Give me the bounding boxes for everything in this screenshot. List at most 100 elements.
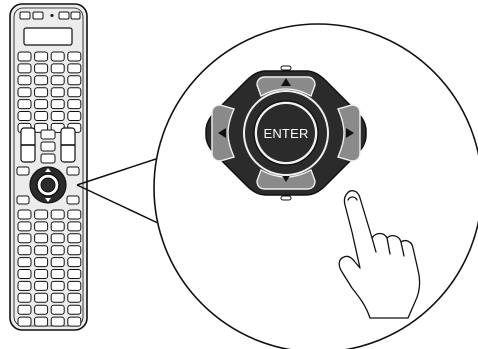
remote-button — [17, 63, 32, 74]
remote-button — [34, 316, 49, 327]
remote-button — [50, 63, 65, 74]
remote-button — [34, 292, 49, 303]
callout-line-upper — [76, 154, 169, 186]
remote-mini-enter-button — [40, 177, 56, 193]
remote-button — [17, 280, 32, 291]
remote-button — [19, 11, 31, 20]
remote-button — [34, 75, 49, 86]
remote-button — [67, 292, 82, 303]
remote-button — [67, 269, 82, 279]
remote-mini-arrow-up — [45, 168, 51, 172]
hand-knuckle-line — [371, 237, 377, 253]
remote-button — [67, 245, 82, 256]
remote-button — [50, 99, 65, 110]
callout-line-lower — [76, 184, 161, 225]
remote-button — [67, 75, 82, 86]
remote-button — [40, 129, 56, 140]
hand-outline — [338, 190, 421, 319]
dpad-up-indicator — [280, 65, 292, 71]
remote-button — [17, 245, 32, 256]
hand-fingernail — [347, 196, 358, 201]
remote-button — [34, 209, 49, 220]
dpad-down-indicator — [280, 195, 292, 201]
remote-button — [17, 87, 32, 98]
remote-top-buttons — [19, 11, 81, 20]
callout-lines — [76, 154, 169, 225]
remote-button-grid-lower — [17, 209, 82, 327]
remote-button-grid-upper — [17, 51, 82, 133]
remote-mini-arrow-down — [45, 198, 51, 202]
remote-button — [34, 99, 49, 110]
hand-knuckle-line — [386, 237, 391, 255]
remote-mini-dpad — [29, 166, 67, 204]
remote-button — [58, 11, 70, 20]
dpad-up-key — [256, 76, 316, 98]
remote-button — [17, 257, 32, 268]
remote-button — [50, 280, 65, 291]
remote-button — [50, 75, 65, 86]
remote-button — [50, 233, 65, 244]
remote-button — [34, 111, 49, 121]
magnified-view: ENTER — [153, 23, 478, 349]
remote-button — [50, 245, 65, 256]
remote-button — [67, 209, 82, 220]
remote-button — [17, 304, 32, 315]
remote-button — [34, 233, 49, 244]
enter-button — [257, 104, 315, 162]
remote-button — [17, 111, 32, 121]
remote-button — [34, 87, 49, 98]
remote-button — [17, 292, 32, 303]
remote-button — [50, 111, 65, 121]
remote-button — [34, 269, 49, 279]
arrow-down-icon — [281, 174, 291, 182]
remote-button — [50, 316, 65, 327]
remote-button — [67, 221, 82, 232]
remote-button — [17, 209, 32, 220]
remote-inner-outline — [13, 7, 84, 327]
arrow-left-icon — [218, 128, 226, 138]
remote-button — [34, 63, 49, 74]
remote-button — [34, 245, 49, 256]
remote-button — [67, 304, 82, 315]
remote-button — [67, 51, 82, 62]
remote-button — [16, 166, 30, 176]
remote-button — [67, 316, 82, 327]
remote-button — [40, 141, 56, 152]
remote-button — [67, 63, 82, 74]
remote-rocker-section — [20, 127, 76, 164]
remote-button — [34, 221, 49, 232]
remote-button — [67, 111, 82, 121]
arrow-up-icon — [281, 78, 291, 86]
remote-button — [66, 166, 80, 176]
remote-button — [50, 221, 65, 232]
remote-button — [17, 316, 32, 327]
remote-button — [50, 304, 65, 315]
remote-button — [50, 209, 65, 220]
remote-button — [17, 269, 32, 279]
remote-button — [34, 304, 49, 315]
remote-button — [50, 269, 65, 279]
remote-button — [34, 51, 49, 62]
enter-label: ENTER — [263, 126, 308, 141]
remote-button — [70, 11, 81, 20]
remote-button — [34, 280, 49, 291]
hand-knuckle-line — [400, 241, 405, 257]
remote-button — [40, 153, 56, 164]
remote-button — [17, 99, 32, 110]
remote-button — [66, 195, 80, 205]
remote-button — [67, 280, 82, 291]
remote-button — [67, 233, 82, 244]
remote-button — [17, 221, 32, 232]
remote-display-window — [23, 27, 73, 46]
pointing-hand-icon — [338, 190, 421, 319]
remote-control — [9, 3, 88, 331]
remote-indicator-dot — [50, 14, 54, 17]
remote-button — [50, 51, 65, 62]
remote-button — [67, 99, 82, 110]
remote-button — [67, 87, 82, 98]
large-dpad: ENTER — [205, 65, 367, 201]
remote-button — [67, 257, 82, 268]
remote-button — [16, 195, 30, 205]
remote-button — [50, 292, 65, 303]
arrow-right-icon — [346, 128, 354, 138]
